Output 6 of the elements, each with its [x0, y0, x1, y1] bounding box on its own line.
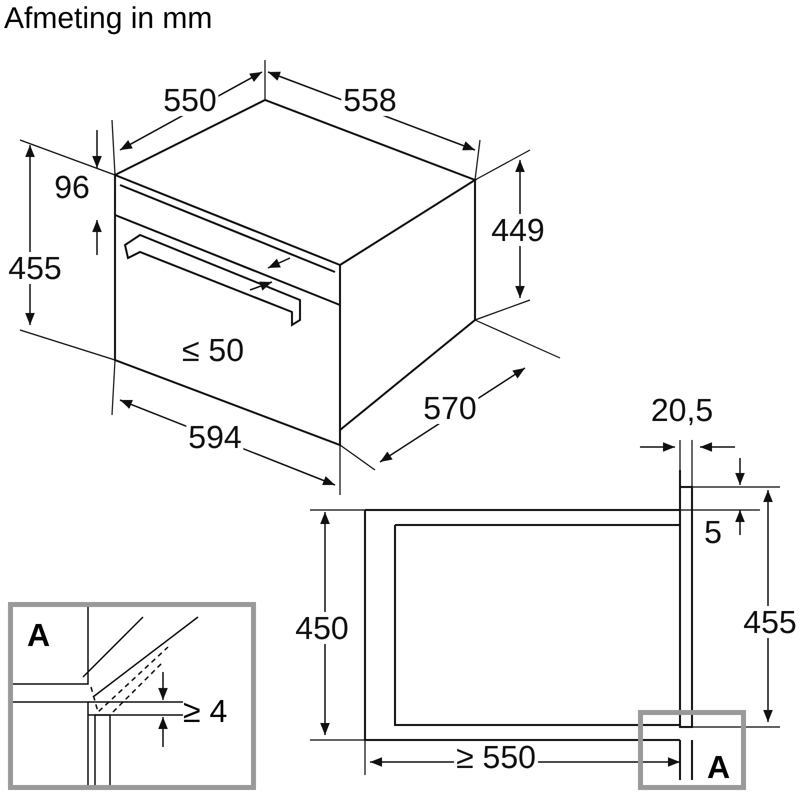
dimension-label: ≥ 4: [183, 695, 228, 727]
detail-panel: [8, 602, 256, 790]
title: Afmeting in mm: [4, 2, 212, 36]
detail-letter: A: [707, 751, 730, 783]
detail-frame: [638, 710, 746, 790]
detail-letter: A: [27, 619, 50, 651]
